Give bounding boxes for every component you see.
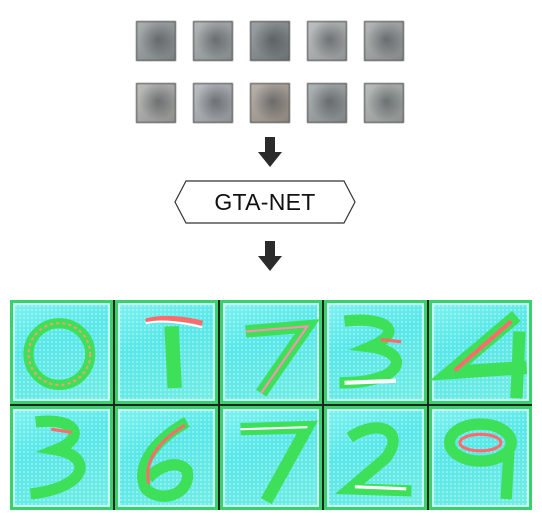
input-thumbnail	[136, 21, 176, 61]
output-tile	[219, 406, 323, 510]
network-box: GTA-NET	[174, 180, 356, 224]
input-thumbnail	[364, 83, 404, 123]
digit-0-stroke	[23, 318, 96, 391]
digit-3-stroke	[29, 415, 86, 500]
input-row-2	[136, 83, 404, 123]
digit-1-stroke	[144, 315, 203, 389]
digit-2-stroke	[335, 422, 412, 497]
output-tile	[429, 406, 532, 510]
input-thumbnail	[307, 21, 347, 61]
digit-4-stroke	[429, 310, 528, 399]
input-thumbnail	[250, 83, 290, 123]
digit-6-stroke	[136, 417, 193, 502]
network-label: GTA-NET	[214, 188, 316, 215]
digit-7-stroke	[239, 420, 318, 505]
output-tile	[324, 406, 428, 510]
input-thumbnail	[250, 21, 290, 61]
input-thumbnail	[136, 83, 176, 123]
input-thumbnail	[193, 83, 233, 123]
digit-3-stroke	[339, 314, 403, 389]
output-tile	[429, 300, 532, 404]
output-tile	[219, 300, 323, 404]
input-thumbnail	[193, 21, 233, 61]
output-tile	[10, 406, 113, 510]
digit-7-stroke	[244, 319, 320, 397]
input-thumbnail	[364, 21, 404, 61]
output-tile	[114, 406, 218, 510]
down-arrow-icon	[258, 137, 282, 167]
input-thumbnail	[307, 83, 347, 123]
output-tile	[114, 300, 218, 404]
down-arrow-icon	[258, 241, 282, 271]
digit-9-stroke	[444, 418, 518, 500]
output-grid	[10, 300, 532, 510]
hexagon-shape	[174, 180, 356, 224]
output-tile	[324, 300, 428, 404]
input-row-1	[136, 21, 404, 61]
output-tile	[10, 300, 113, 404]
